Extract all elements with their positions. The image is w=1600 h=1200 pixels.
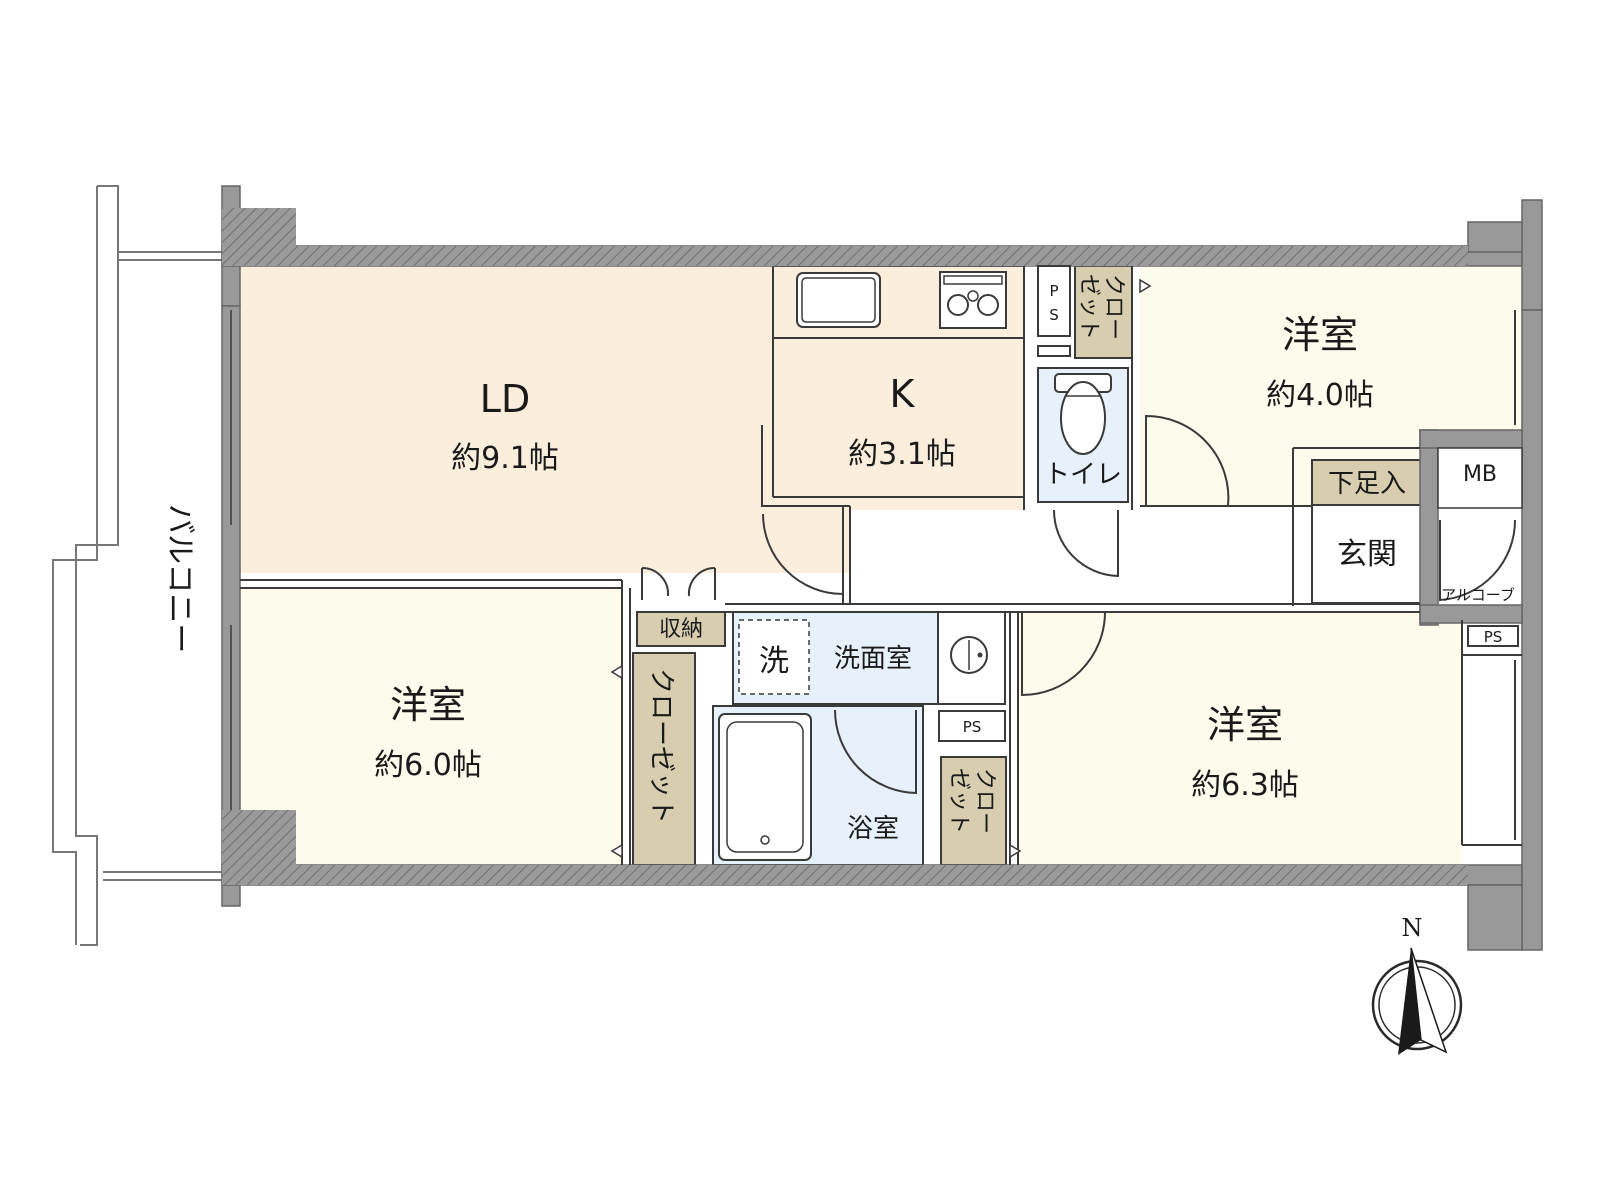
west-room-area: 約6.0帖 <box>374 748 482 783</box>
pipe-space-north <box>1037 265 1071 337</box>
north-closet-line2: ゼット <box>1076 274 1101 340</box>
pipe-space-east <box>1467 625 1519 647</box>
partitions <box>240 266 1522 865</box>
doors <box>641 414 1517 795</box>
basin-icon <box>937 611 1006 705</box>
bath-label: 浴室 <box>847 814 899 844</box>
south-room-name: 洋室 <box>1207 703 1283 747</box>
bath-closet-line1: クロー <box>972 768 997 834</box>
ps-bath-label: PS <box>963 718 982 736</box>
bathtub-icon <box>718 713 812 861</box>
kitchen-area: 約3.1帖 <box>848 437 956 472</box>
toilet-icon <box>1054 373 1112 455</box>
balcony-label: バルコニー <box>162 504 197 653</box>
west-room-floor <box>240 588 622 865</box>
storage-closet <box>636 611 726 647</box>
south-room-area: 約6.3帖 <box>1191 768 1299 803</box>
stove-icon <box>939 271 1007 329</box>
ps-north-1: P <box>1049 282 1058 300</box>
wall-hatching <box>222 208 1468 885</box>
compass-north-label: N <box>1402 914 1423 942</box>
washroom-label: 洗面室 <box>834 644 912 674</box>
north-closet <box>1074 265 1133 359</box>
ld-name: LD <box>480 377 530 421</box>
west-room-name: 洋室 <box>390 683 466 727</box>
alcove-label: アルコーブ <box>1441 586 1515 604</box>
north-room-name: 洋室 <box>1282 313 1358 357</box>
shoe-storage-label: 下足入 <box>1328 469 1406 499</box>
entrance-label: 玄関 <box>1337 537 1397 572</box>
ps-north-2: S <box>1049 306 1059 324</box>
south-room-floor <box>1018 612 1462 865</box>
entrance-floor <box>1311 504 1426 604</box>
ps-east-label: PS <box>1484 628 1503 646</box>
shoe-storage <box>1311 459 1426 506</box>
toilet-label: トイレ <box>1044 460 1122 490</box>
closet-door-markers <box>610 278 1152 859</box>
north-closet-line1: クロー <box>1101 274 1126 340</box>
sink-icon <box>796 272 881 328</box>
washer-label: 洗 <box>759 644 789 679</box>
pipe-space-bath <box>938 710 1006 742</box>
mb-label: MB <box>1463 462 1497 487</box>
compass-icon <box>1371 947 1463 1055</box>
balcony <box>52 185 222 946</box>
north-room-area: 約4.0帖 <box>1266 378 1374 413</box>
ld-area: 約9.1帖 <box>451 441 559 476</box>
storage-label: 収納 <box>659 617 703 642</box>
pipe-space-north-bar <box>1037 345 1071 357</box>
kitchen-name: K <box>890 372 916 416</box>
washer-area <box>738 619 810 695</box>
bath-closet-line2: ゼット <box>946 768 971 834</box>
west-closet-label: クローゼット <box>646 668 676 824</box>
